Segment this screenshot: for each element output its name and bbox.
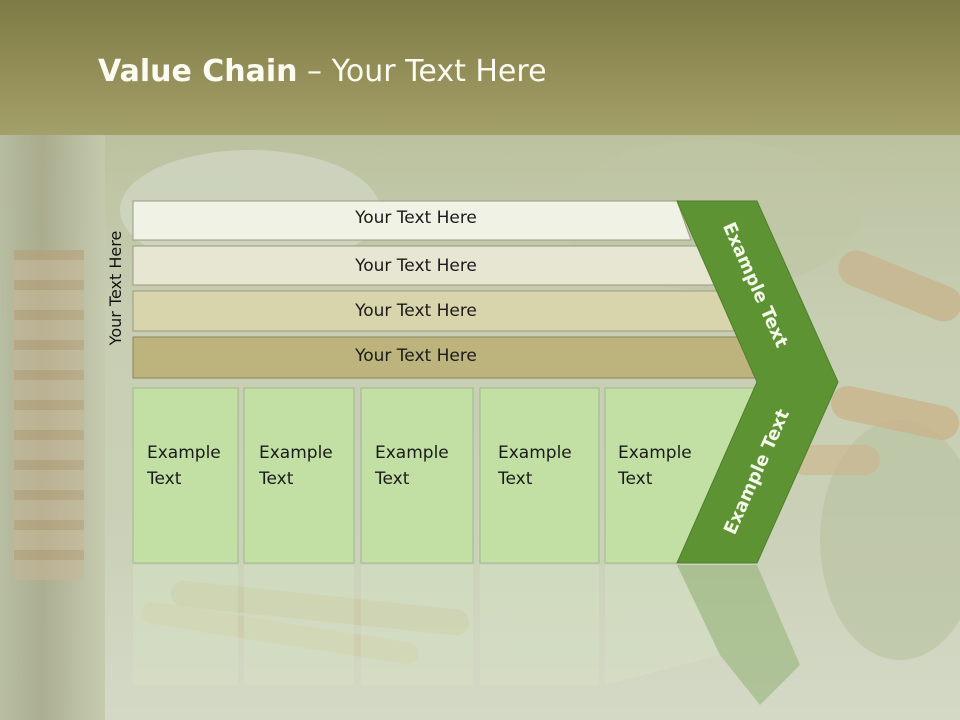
box-shape — [479, 387, 600, 564]
band-label: Your Text Here — [355, 256, 477, 276]
box-shape — [132, 387, 239, 564]
box-label-line2: Text — [498, 469, 533, 489]
box-label-line1: Example — [259, 443, 333, 463]
band-label: Your Text Here — [355, 208, 477, 228]
box-label: Example Text — [147, 440, 221, 492]
band-label: Your Text Here — [355, 301, 477, 321]
box-label-line2: Text — [259, 469, 294, 489]
reflection-shapes — [133, 565, 800, 705]
slide-title: Value Chain – Your Text Here — [98, 54, 547, 89]
header-band — [0, 0, 960, 135]
box-label-line1: Example — [147, 443, 221, 463]
box-label-line2: Text — [147, 469, 182, 489]
ladder-left — [14, 250, 84, 580]
box-group — [132, 387, 761, 564]
chevron-arrow — [676, 200, 839, 564]
box-label: Example Text — [498, 440, 572, 492]
box-label-line2: Text — [375, 469, 410, 489]
title-bold: Value Chain — [98, 54, 298, 89]
box-label-line1: Example — [375, 443, 449, 463]
box-label: Example Text — [375, 440, 449, 492]
diagram-reflection — [0, 565, 960, 720]
box-label-line1: Example — [618, 443, 692, 463]
band-label: Your Text Here — [355, 346, 477, 366]
band-group — [132, 200, 765, 379]
box-label: Example Text — [259, 440, 333, 492]
box-label-line2: Text — [618, 469, 653, 489]
band-shape — [132, 200, 692, 241]
title-rest: – Your Text Here — [297, 54, 547, 89]
box-label: Example Text — [618, 440, 692, 492]
box-shape — [243, 387, 355, 564]
box-shape — [360, 387, 474, 564]
box-label-line1: Example — [498, 443, 572, 463]
